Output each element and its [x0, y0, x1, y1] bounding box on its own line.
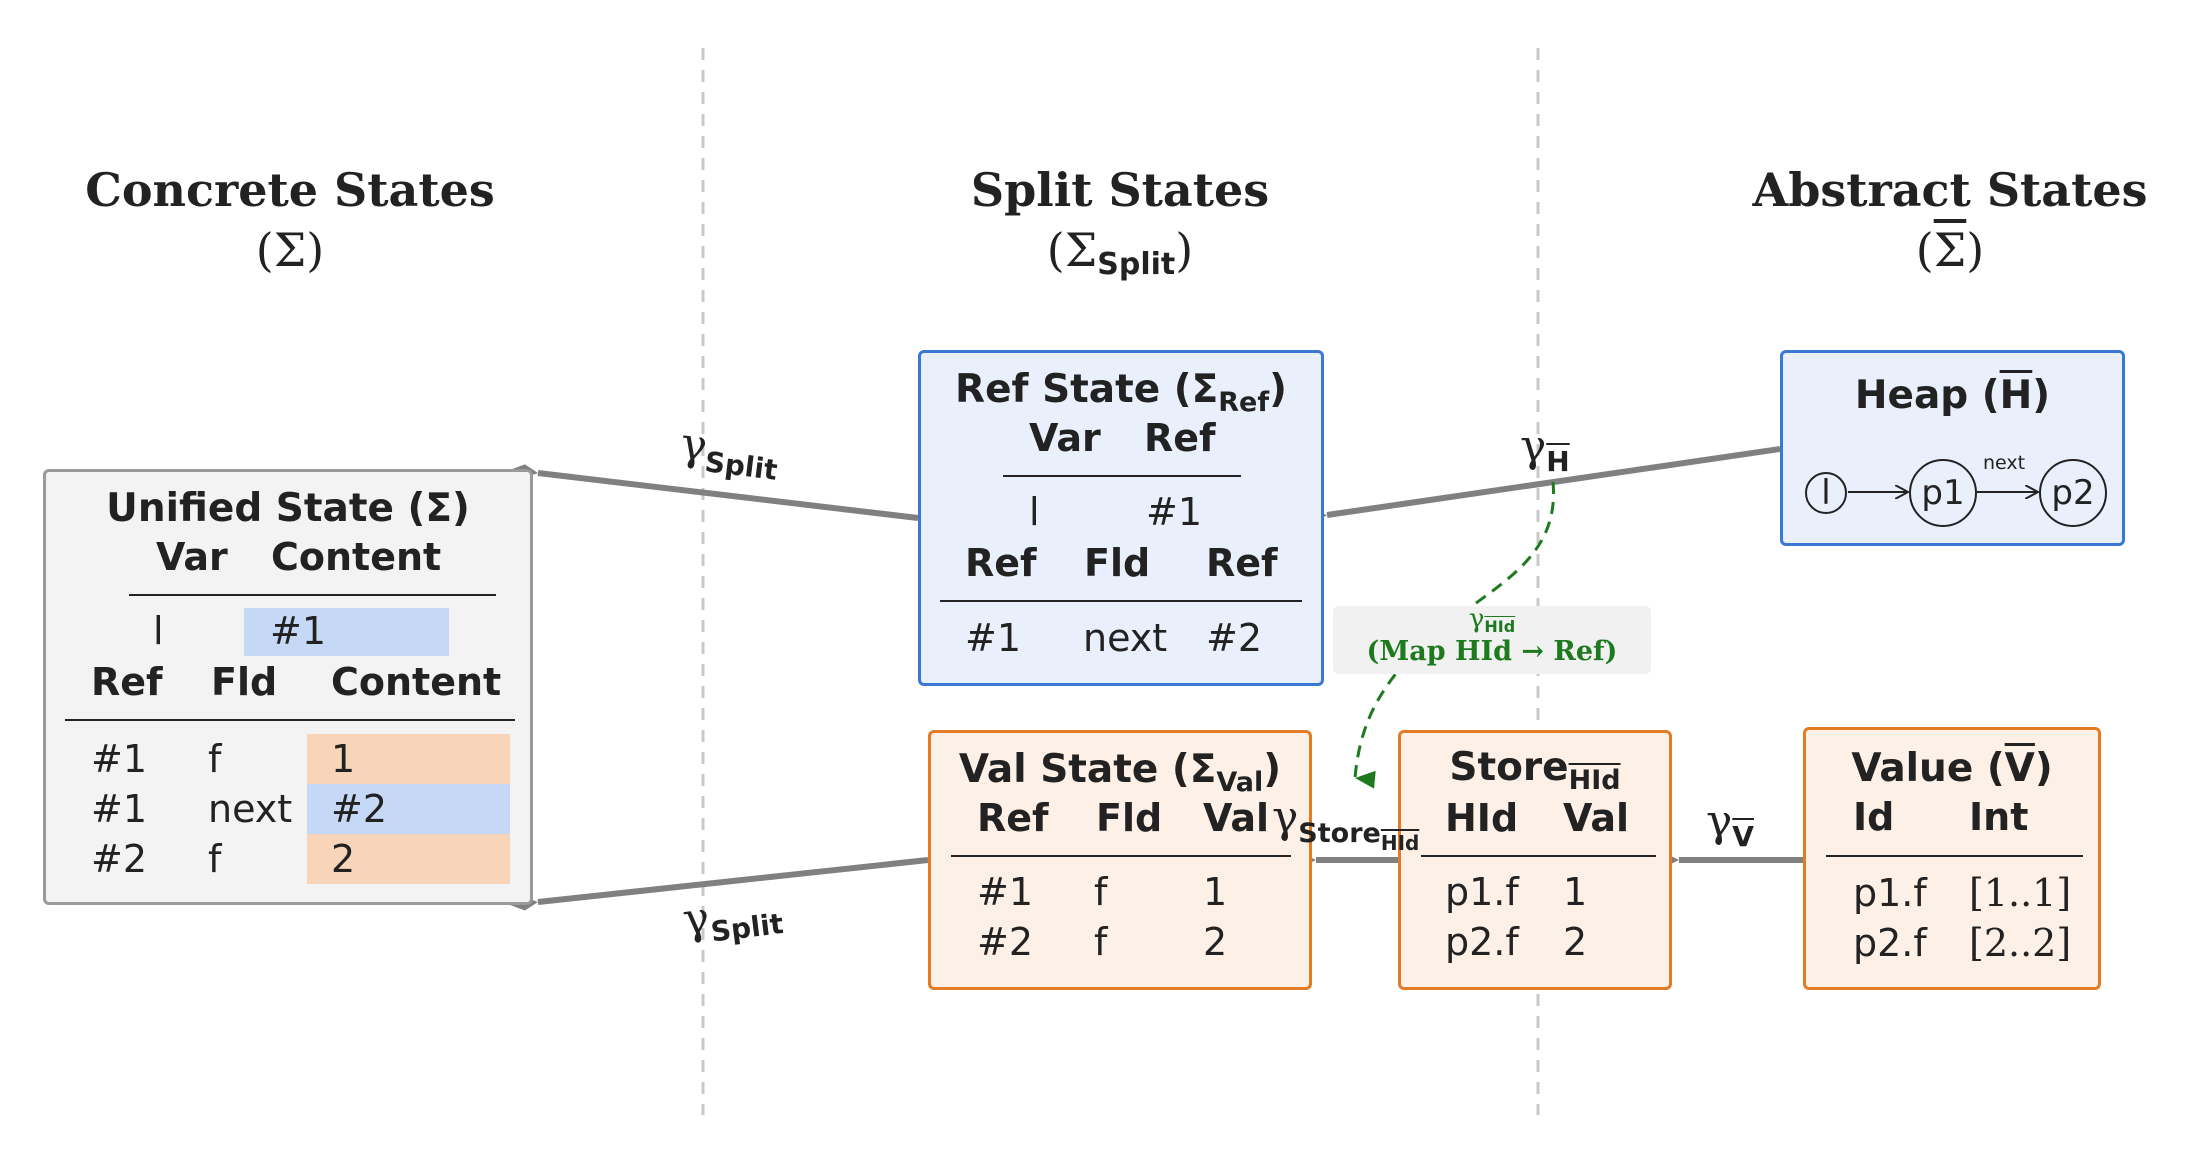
heap-node-p1: p1 — [1909, 459, 1977, 527]
unified-ref-header: Ref — [91, 660, 163, 704]
unified-row3-content: 2 — [331, 837, 356, 881]
store-title: StoreHId — [1449, 745, 1621, 796]
unified-row2-highlight — [307, 784, 510, 834]
unified-row2-ref: #1 — [91, 787, 148, 831]
ref-ref-header: Ref — [1144, 416, 1216, 460]
val-rule — [951, 855, 1291, 857]
ref-heap-target-header: Ref — [1206, 541, 1278, 585]
value-row2-id: p2.f — [1853, 921, 1927, 965]
val-row2-val: 2 — [1203, 920, 1228, 964]
unified-row3-fld: f — [208, 837, 222, 881]
split-states-symbol: (ΣSplit) — [1046, 223, 1194, 282]
ref-var-rule — [1003, 475, 1241, 477]
value-box: Value (V) Id Int p1.f [1..1] p2.f [2..2] — [1803, 727, 2101, 990]
ref-var-name: l — [1029, 490, 1040, 534]
heap-box: Heap (H) l p1 p2 next — [1780, 350, 2125, 546]
store-row2-hid: p2.f — [1445, 920, 1519, 964]
store-row1-hid: p1.f — [1445, 870, 1519, 914]
ref-heap-row-ref: #1 — [965, 616, 1022, 660]
val-row1-val: 1 — [1203, 870, 1228, 914]
unified-row1-ref: #1 — [91, 737, 148, 781]
concrete-states-heading: Concrete States — [85, 163, 495, 217]
gamma-store-label: γStoreHId — [1272, 792, 1420, 856]
gamma-split-bottom-arrow — [510, 857, 929, 911]
gamma-split-top-arrow — [510, 464, 919, 521]
ref-heap-row-target: #2 — [1206, 616, 1263, 660]
unified-state-box: Unified State (Σ) Var Content l #1 Ref F… — [43, 469, 533, 905]
abstract-states-title: Abstract States (Σ) — [1740, 160, 2160, 280]
split-states-heading: Split States — [970, 163, 1270, 217]
ref-heap-row-fld: next — [1083, 616, 1168, 660]
unified-state-title: Unified State (Σ) — [106, 486, 470, 531]
unified-row1-highlight — [307, 734, 510, 784]
unified-var-name: l — [153, 609, 164, 653]
value-title: Value (V) — [1851, 746, 2053, 791]
value-row1-int: [1..1] — [1969, 871, 2072, 915]
val-row2-fld: f — [1094, 920, 1108, 964]
unified-var-highlight — [244, 608, 449, 656]
heap-title: Heap (H) — [1854, 373, 2051, 418]
heap-node-l: l — [1805, 472, 1847, 514]
store-row1-val: 1 — [1563, 870, 1588, 914]
unified-row1-content: 1 — [331, 737, 356, 781]
store-row2-val: 2 — [1563, 920, 1588, 964]
gamma-split-bottom-label: γSplit — [679, 892, 786, 949]
unified-content-header: Content — [271, 535, 442, 579]
ref-heap-fld-header: Fld — [1084, 541, 1151, 585]
val-row2-ref: #2 — [977, 920, 1034, 964]
val-val-header: Val — [1203, 796, 1269, 840]
unified-heap-content-header: Content — [331, 660, 502, 704]
abstract-states-heading: Abstract States — [1752, 163, 2148, 217]
val-ref-header: Ref — [977, 796, 1049, 840]
concrete-states-symbol: (Σ) — [255, 223, 325, 277]
value-row1-id: p1.f — [1853, 871, 1927, 915]
val-row1-ref: #1 — [977, 870, 1034, 914]
value-rule — [1826, 855, 2083, 857]
split-states-title: Split States (ΣSplit) — [920, 160, 1320, 287]
heap-edge-label: next — [1983, 452, 2026, 474]
heap-graph — [1848, 353, 2128, 549]
ref-var-ref: #1 — [1146, 490, 1203, 534]
store-hid-header: HId — [1445, 796, 1519, 840]
unified-row2-content: #2 — [331, 787, 388, 831]
unified-row2-fld: next — [208, 787, 293, 831]
val-state-title: Val State (ΣVal) — [958, 747, 1282, 798]
ref-var-header: Var — [1029, 416, 1101, 460]
heap-node-p2: p2 — [2039, 459, 2107, 527]
store-box: StoreHId HId Val p1.f 1 p2.f 2 — [1398, 730, 1672, 990]
store-rule — [1421, 855, 1656, 857]
val-state-box: Val State (ΣVal) Ref Fld Val #1 f 1 #2 f… — [928, 730, 1312, 990]
val-row1-fld: f — [1094, 870, 1108, 914]
store-val-header: Val — [1563, 796, 1629, 840]
annotation-text: (Map HId → Ref) — [1366, 636, 1618, 667]
unified-fld-header: Fld — [211, 660, 278, 704]
abstract-states-symbol: (Σ) — [1915, 223, 1985, 277]
gamma-heap-label: γH — [1520, 421, 1570, 479]
value-int-header: Int — [1969, 795, 2029, 839]
concrete-states-title: Concrete States (Σ) — [80, 160, 500, 280]
ref-heap-ref-header: Ref — [965, 541, 1037, 585]
value-id-header: Id — [1853, 795, 1895, 839]
unified-var-rule — [129, 594, 496, 596]
unified-row3-highlight — [307, 834, 510, 884]
unified-row3-ref: #2 — [91, 837, 148, 881]
ref-heap-rule — [940, 600, 1302, 602]
ref-state-title: Ref State (ΣRef) — [955, 367, 1287, 418]
ref-state-box: Ref State (ΣRef) Var Ref l #1 Ref Fld Re… — [918, 350, 1324, 686]
annotation-gamma: γHId — [1468, 604, 1516, 636]
unified-row1-fld: f — [208, 737, 222, 781]
hid-map-annotation: γHId (Map HId → Ref) — [1333, 606, 1651, 674]
unified-var-header: Var — [156, 535, 228, 579]
unified-heap-rule — [65, 719, 515, 721]
val-fld-header: Fld — [1096, 796, 1163, 840]
value-row2-int: [2..2] — [1969, 921, 2072, 965]
gamma-value-label: γV — [1706, 796, 1754, 854]
unified-var-content: #1 — [270, 609, 327, 653]
